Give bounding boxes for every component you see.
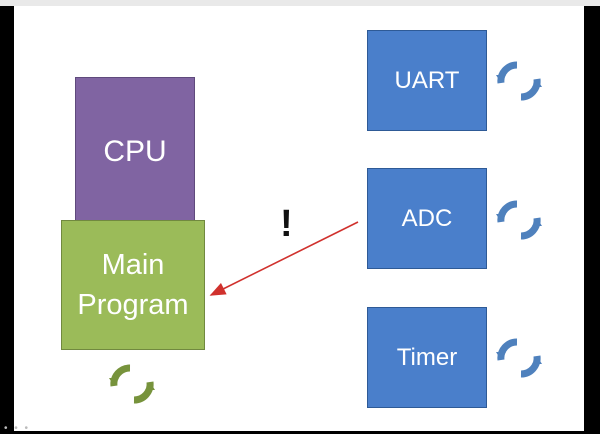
cpu-label: CPU — [103, 135, 167, 168]
adc-block: ADC — [367, 168, 487, 269]
uart-block: UART — [367, 30, 487, 131]
main-cycle-icon — [109, 364, 155, 404]
adc-label: ADC — [401, 204, 453, 232]
timer-label: Timer — [396, 343, 458, 371]
main-program-label-line1: Main — [101, 249, 165, 281]
uart-cycle-icon — [496, 61, 542, 101]
adc-cycle-icon — [496, 200, 542, 240]
top-bar — [0, 0, 600, 6]
diagram-overlay — [109, 61, 542, 404]
timer-block: Timer — [367, 307, 487, 408]
timer-cycle-icon — [496, 338, 542, 378]
cpu-block: CPU — [75, 77, 195, 227]
uart-label: UART — [394, 66, 460, 94]
main-program-block: Main Program — [61, 220, 205, 350]
exclamation-mark: ! — [280, 203, 293, 245]
bottom-dots: • • • — [4, 423, 31, 434]
slide: CPU Main Program UART ADC Timer ! — [14, 6, 584, 431]
interrupt-arrow — [209, 221, 359, 296]
main-program-label-line2: Program — [77, 289, 189, 321]
